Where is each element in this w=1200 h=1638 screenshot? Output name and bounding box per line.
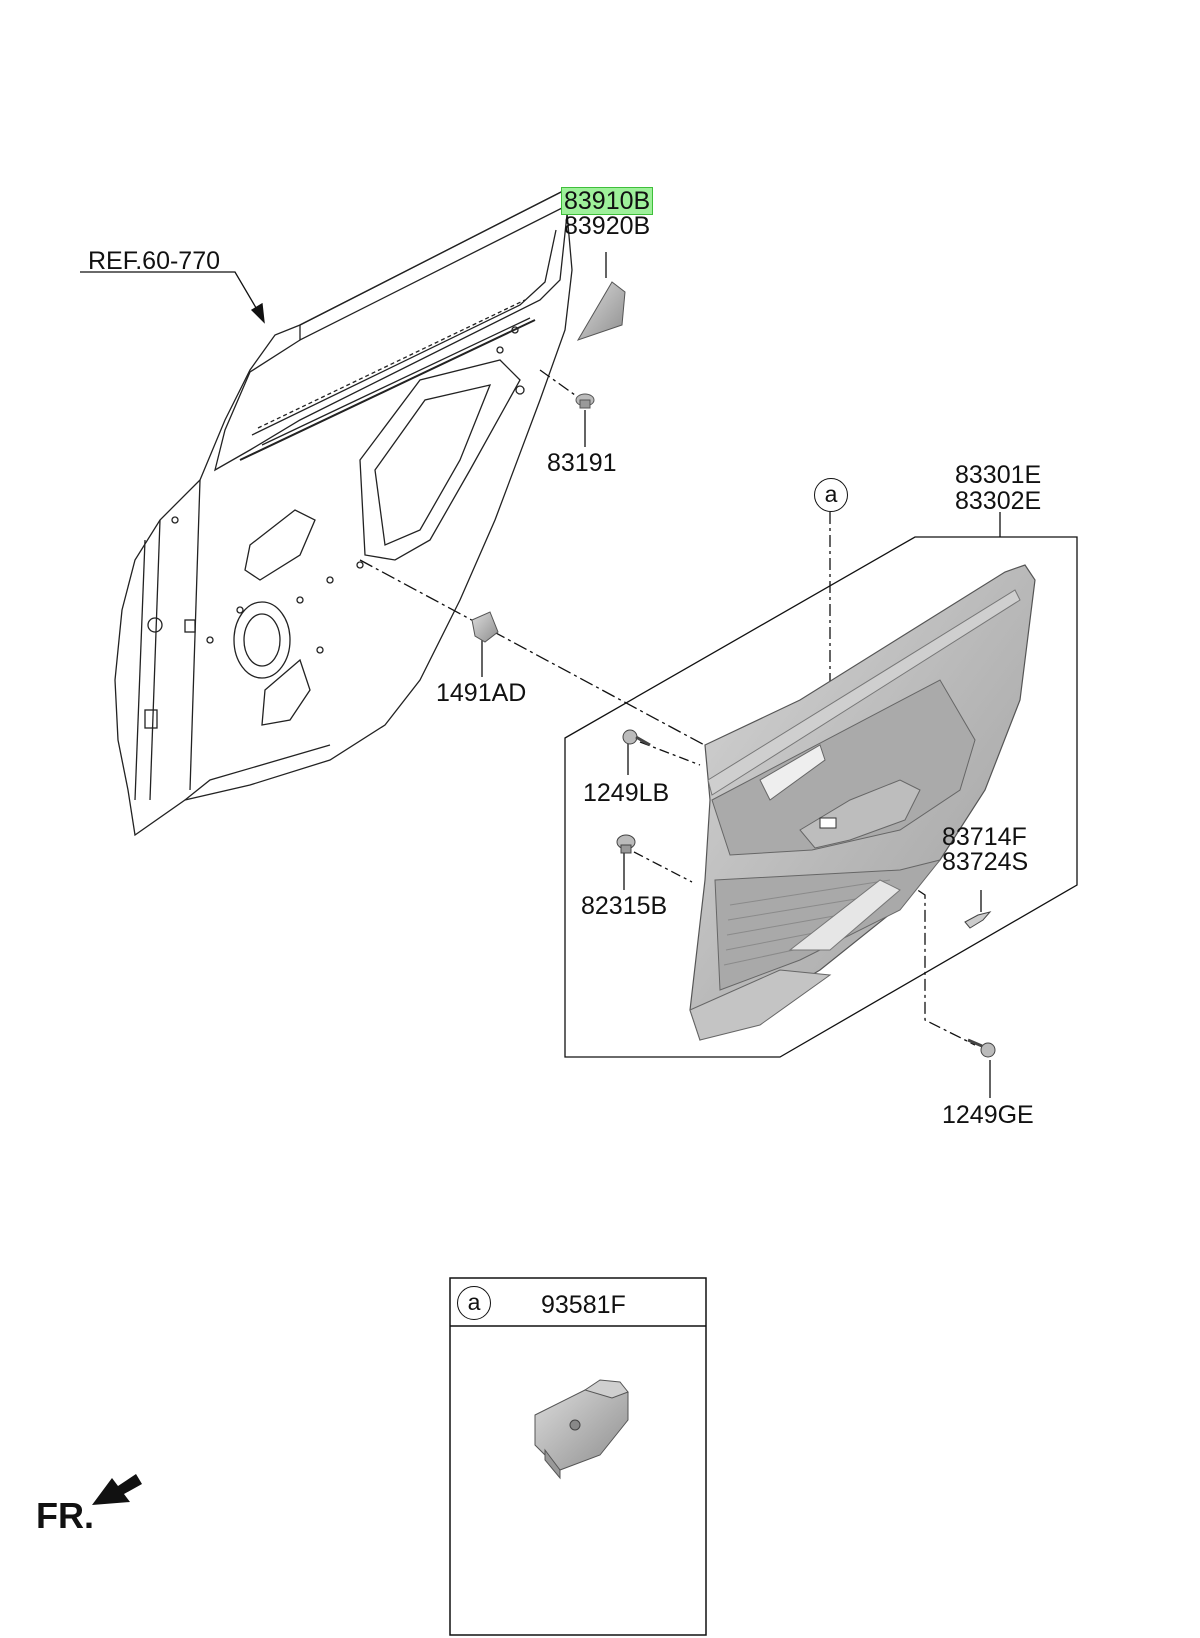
part-label-82315b[interactable]: 82315B bbox=[581, 892, 668, 920]
clip-83714f bbox=[964, 911, 992, 929]
inset-box bbox=[449, 1277, 707, 1636]
screw-lb bbox=[622, 729, 651, 747]
retainer-part bbox=[471, 611, 499, 643]
part-label-83302e[interactable]: 83302E bbox=[955, 487, 1042, 515]
marker-a-circle: a bbox=[814, 478, 848, 512]
window-switch-part bbox=[534, 1379, 629, 1480]
door-trim-panel bbox=[689, 564, 1036, 1041]
inset-marker-circle: a bbox=[457, 1286, 491, 1320]
part-label-83920b[interactable]: 83920B bbox=[564, 212, 651, 240]
trim-piece bbox=[576, 281, 626, 341]
part-label-1491ad[interactable]: 1491AD bbox=[436, 679, 527, 707]
part-label-83191[interactable]: 83191 bbox=[547, 449, 617, 477]
part-label-1249lb[interactable]: 1249LB bbox=[583, 779, 670, 807]
front-arrow-icon bbox=[92, 1474, 142, 1505]
ref-label: REF.60-770 bbox=[88, 247, 221, 275]
door-frame bbox=[114, 188, 573, 837]
screw-ge bbox=[967, 1038, 996, 1058]
fastener-82315b bbox=[616, 834, 636, 854]
clip-83191 bbox=[575, 393, 595, 409]
part-label-83910b[interactable]: 83910B bbox=[560, 187, 654, 215]
part-label-83714f[interactable]: 83714F bbox=[942, 823, 1027, 851]
part-label-93581f[interactable]: 93581F bbox=[541, 1291, 626, 1319]
part-label-83724s[interactable]: 83724S bbox=[942, 848, 1029, 876]
part-label-83301e[interactable]: 83301E bbox=[955, 461, 1042, 489]
part-label-1249ge[interactable]: 1249GE bbox=[942, 1101, 1034, 1129]
orientation-label: FR. bbox=[36, 1495, 94, 1536]
